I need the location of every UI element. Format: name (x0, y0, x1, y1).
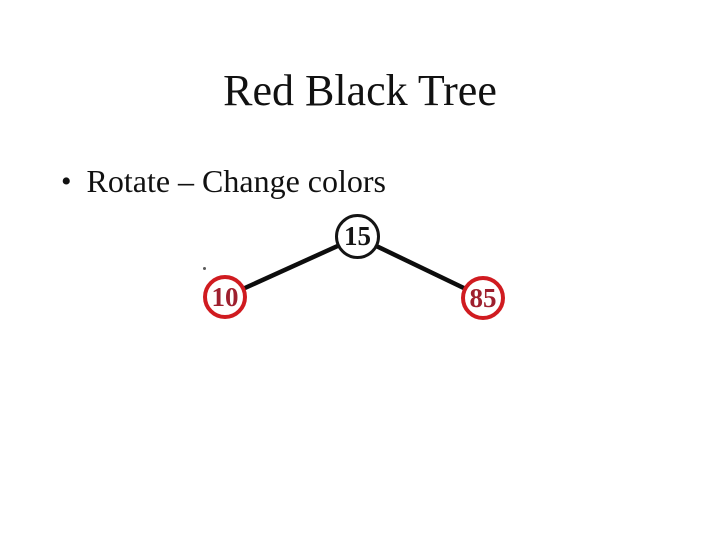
bullet-marker: • (61, 165, 72, 198)
tree-node-label: 85 (469, 282, 497, 313)
tree-node-label: 10 (211, 281, 239, 312)
bullet-text: Rotate – Change colors (86, 163, 386, 199)
edge-root-to-right-child (356, 234, 484, 300)
edge-root-to-left-child (224, 234, 359, 300)
tree-node-left-child: 10 (203, 275, 247, 319)
bullet-item: • Rotate – Change colors (61, 165, 386, 198)
stray-dot (203, 267, 206, 270)
tree-node-label: 15 (344, 221, 371, 251)
tree-node-root: 15 (335, 214, 380, 259)
tree-node-right-child: 85 (461, 276, 505, 320)
slide-title: Red Black Tree (223, 66, 497, 115)
